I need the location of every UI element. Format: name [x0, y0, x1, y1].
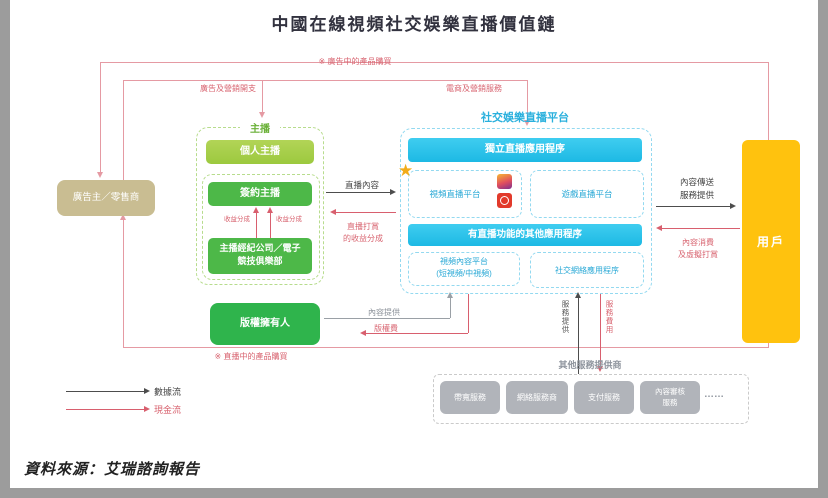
social-app-box: 社交網絡應用程序: [530, 252, 644, 288]
content-platform-line2: (短視頻/中視頻): [436, 269, 492, 279]
services-section-title: 其他服務提供商: [558, 360, 622, 370]
flow-line-top-loop-left: [100, 62, 101, 176]
arrowhead: [730, 202, 736, 209]
service-box4-line2: 服務: [662, 397, 678, 407]
arrowhead: [120, 214, 126, 220]
flow-label-ad-spend: 廣告及營銷開支: [200, 84, 256, 93]
page-title: 中國在線視頻社交娛樂直播價值鏈: [271, 15, 557, 34]
independent-apps-bar: 獨立直播應用程序: [408, 138, 642, 162]
services-section: [433, 374, 749, 424]
flow-label-top-loop: ※ 廣告中的產品購買: [318, 57, 392, 66]
flow-line-content-delivery: [656, 206, 734, 207]
flow-line-share-left: [256, 212, 257, 248]
page-edge-right: [818, 0, 828, 498]
share-label-right: 收益分成: [276, 216, 302, 223]
flow-line-bottom-loop-left: [123, 220, 124, 347]
arrowhead: [259, 112, 265, 118]
signed-hosts-group: [202, 174, 320, 280]
arrowhead: [253, 207, 259, 213]
app-logo-red-icon: [497, 193, 512, 208]
flow-line-ad-to-hosts: [262, 80, 263, 116]
flow-line-live-content: [326, 192, 394, 193]
other-apps-bar: 有直播功能的其他應用程序: [408, 224, 642, 246]
revenue-share-line2: 的收益分成: [343, 233, 383, 243]
flow-line-bottom-loop-right: [768, 343, 769, 348]
game-platform-box: 遊戲直播平台: [530, 170, 644, 218]
agency-line2: 競技俱樂部: [237, 256, 283, 267]
advertiser-box: 廣告主／零售商: [57, 180, 155, 216]
legend-data-flow-label: 數據流: [154, 387, 182, 397]
flow-label-content-provide: 內容提供: [368, 308, 400, 317]
flow-line-content-provide-up: [450, 296, 451, 318]
flow-line-top-loop-right: [768, 62, 769, 140]
source-note: 資料來源：艾瑞諮詢報告: [24, 462, 201, 478]
arrowhead: [330, 208, 336, 215]
flow-line-content-provide: [324, 318, 450, 319]
arrowhead: [144, 387, 150, 394]
flow-label-consumption: 內容消費 及虛擬打賞: [656, 237, 740, 261]
hosts-section-title: 主播: [240, 120, 280, 135]
flow-line-revenue-share: [334, 212, 396, 213]
agency-line1: 主播經紀公司／電子: [219, 243, 301, 253]
flow-line-consumption: [660, 228, 740, 229]
page-edge-bottom: [0, 488, 828, 498]
flow-line-share-right: [270, 212, 271, 248]
star-icon: ★: [398, 161, 414, 180]
content-platform-line1: 視頻內容平台: [440, 257, 488, 266]
flow-label-copyright-fee: 版權費: [374, 324, 398, 333]
consumption-line1: 內容消費: [682, 238, 714, 247]
content-delivery-line1: 內容傳送: [679, 177, 714, 187]
flow-line-service-provide: [578, 296, 579, 374]
video-platform-label: 視頻直播平台: [429, 189, 481, 199]
flow-label-service-fee: 服務費用: [605, 300, 614, 334]
flow-label-service-provide: 服務提供: [561, 300, 570, 334]
flow-line-ad-loop: [123, 80, 527, 81]
flow-line-ad-loop-left: [123, 80, 124, 180]
flow-label-revenue-share: 直播打賞 的收益分成: [330, 221, 396, 244]
service-box-network: 網絡服務商: [506, 381, 568, 414]
platform-section: [400, 128, 652, 294]
revenue-share-line1: 直播打賞: [347, 222, 379, 231]
user-box: 用戶: [742, 140, 800, 343]
flow-line-copyright-fee-down: [468, 294, 469, 333]
service-box-payment: 支付服務: [574, 381, 634, 414]
agency-box: 主播經紀公司／電子 競技俱樂部: [208, 238, 312, 274]
flow-line-bottom-loop: [123, 347, 768, 348]
individual-hosts-box: 個人主播: [206, 140, 314, 164]
flow-label-live-content: 直播內容: [344, 180, 379, 190]
arrowhead: [447, 292, 453, 298]
arrowhead: [575, 292, 581, 298]
arrowhead: [97, 172, 103, 178]
arrowhead: [390, 188, 396, 195]
services-ellipsis: ……: [704, 389, 724, 400]
arrowhead: [267, 207, 273, 213]
content-delivery-line2: 服務提供: [679, 189, 714, 200]
arrowhead: [597, 366, 603, 372]
arrowhead: [360, 329, 366, 336]
arrowhead: [144, 405, 150, 412]
flow-label-ecommerce-service: 電商及營銷服務: [446, 84, 502, 93]
service-box-moderation: 內容審核 服務: [640, 381, 700, 414]
platform-section-title: 社交娛樂直播平台: [481, 112, 569, 124]
legend-cash-flow-line: [66, 409, 146, 410]
flow-label-bottom-loop: ※ 直播中的產品購買: [214, 352, 288, 361]
arrowhead: [656, 224, 662, 231]
consumption-line2: 及虛擬打賞: [678, 250, 718, 259]
legend-cash-flow-label: 現金流: [154, 405, 182, 415]
content-platform-box: 視頻內容平台 (短視頻/中視頻): [408, 252, 520, 286]
legend-data-flow-line: [66, 391, 146, 392]
flow-line-ad-to-platform: [527, 80, 528, 124]
signed-hosts-box: 簽約主播: [208, 182, 312, 206]
page-edge-left: [0, 0, 10, 498]
flow-line-copyright-fee: [364, 333, 468, 334]
flow-line-service-fee: [600, 294, 601, 370]
service-box4-line1: 內容審核: [655, 387, 685, 396]
arrowhead: [524, 120, 530, 126]
service-box-bandwidth: 帶寬服務: [440, 381, 500, 414]
share-label-left: 收益分成: [224, 216, 250, 223]
flow-label-content-delivery: 內容傳送 服務提供: [660, 176, 734, 202]
flow-line-top-loop: [100, 62, 768, 63]
copyright-owner-box: 版權擁有人: [210, 303, 320, 345]
app-logo-gradient-icon: [497, 174, 512, 189]
